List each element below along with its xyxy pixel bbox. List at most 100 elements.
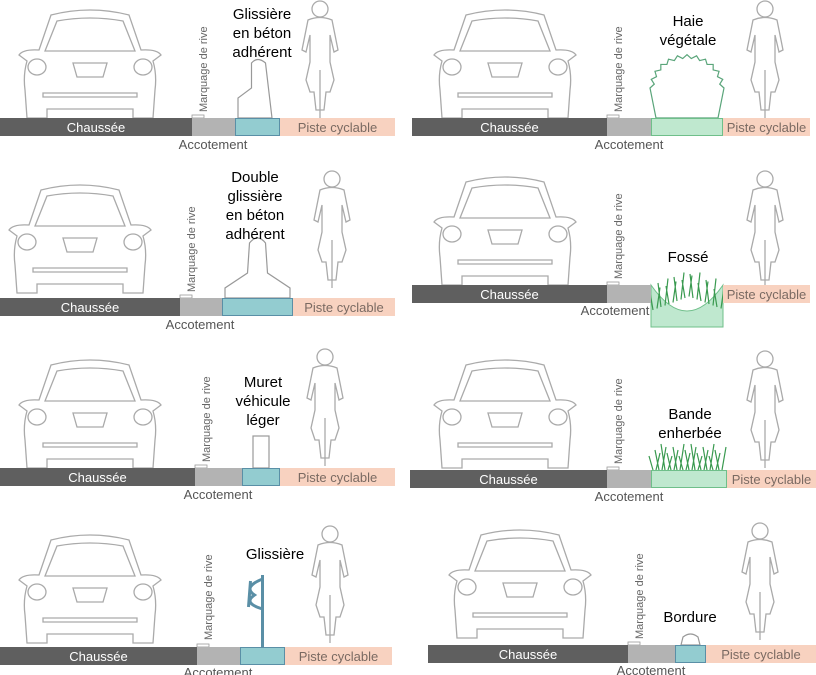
marquage-de-rive-label: Marquage de rive (201, 376, 213, 462)
panel-5 (18, 348, 344, 469)
title-line: en béton (232, 25, 292, 42)
cyclist-icon (746, 170, 784, 288)
title-line: végétale (659, 32, 717, 49)
title-line: véhicule (235, 393, 291, 410)
accotement-segment (195, 468, 242, 486)
separator-base (651, 118, 723, 136)
marquage-de-rive-label: Marquage de rive (186, 206, 198, 292)
separator-title: Haie végétale (660, 12, 717, 50)
piste-cyclable-segment: Piste cyclable (723, 285, 810, 303)
accotement-label: Accotement (178, 137, 248, 152)
double-separator-icon (224, 237, 291, 299)
chaussee-segment: Chaussée (410, 470, 607, 488)
title-line: Glissière (245, 546, 305, 563)
piste-cyclable-segment: Piste cyclable (723, 118, 810, 136)
muret-separator-icon (252, 435, 270, 469)
chaussee-segment: Chaussée (0, 118, 192, 136)
title-line: Double (231, 169, 279, 186)
separator-title: Muret véhicule léger (235, 373, 290, 430)
accotement-segment (180, 298, 222, 316)
separator-base (651, 470, 727, 488)
car-icon (448, 529, 592, 639)
accotement-label: Accotement (165, 317, 235, 332)
cyclist-icon (306, 348, 344, 466)
chaussee-segment: Chaussée (0, 468, 195, 486)
cyclist-icon (311, 525, 349, 643)
cyclist-icon (741, 522, 779, 640)
accotement-label: Accotement (183, 665, 253, 675)
chaussee-segment: Chaussée (0, 647, 197, 665)
separator-title: Glissière (246, 545, 304, 564)
piste-cyclable-segment: Piste cyclable (280, 118, 395, 136)
title-line: Bordure (663, 609, 717, 626)
hedge-separator-icon (649, 53, 725, 119)
panel-1 (18, 0, 339, 119)
title-line: adhérent (232, 44, 292, 61)
separator-base (675, 645, 706, 663)
car-icon (433, 359, 577, 469)
piste-cyclable-segment: Piste cyclable (727, 470, 816, 488)
accotement-segment (607, 118, 651, 136)
separator-title: Glissière en béton adhérent (232, 5, 291, 62)
cyclist-icon (313, 170, 351, 288)
marquage-de-rive-label: Marquage de rive (198, 26, 210, 112)
cyclist-icon (746, 0, 784, 118)
title-line: enherbée (658, 425, 722, 442)
chaussee-segment: Chaussée (0, 298, 180, 316)
accotement-label: Accotement (580, 303, 650, 318)
grass-separator-icon (648, 443, 727, 471)
grass-icon (649, 272, 725, 311)
separator-base (235, 118, 280, 136)
accotement-label: Accotement (594, 489, 664, 504)
title-line: Glissière (232, 6, 292, 23)
title-line: Fossé (667, 249, 709, 266)
marquage-de-rive-label: Marquage de rive (613, 378, 625, 464)
car-icon (433, 9, 577, 119)
accotement-segment (607, 470, 651, 488)
chaussee-segment: Chaussée (412, 285, 607, 303)
piste-cyclable-segment: Piste cyclable (280, 468, 395, 486)
panel-8 (448, 522, 779, 646)
panel-2 (433, 0, 784, 119)
accotement-segment (628, 645, 675, 663)
car-icon (18, 9, 162, 119)
panel-6 (433, 350, 784, 471)
car-icon (433, 176, 577, 286)
cyclist-icon (301, 0, 339, 118)
car-icon (18, 359, 162, 469)
title-line: en béton (225, 207, 285, 224)
marquage-de-rive-label: Marquage de rive (613, 193, 625, 279)
marquage-de-rive-label: Marquage de rive (613, 26, 625, 112)
accotement-segment (197, 647, 240, 665)
piste-cyclable-segment: Piste cyclable (706, 645, 816, 663)
accotement-segment (607, 285, 651, 303)
title-line: Muret (243, 374, 283, 391)
cyclist-icon (746, 350, 784, 468)
title-line: Haie (672, 13, 704, 30)
separator-base (222, 298, 293, 316)
glissiere-separator-icon (247, 575, 264, 647)
car-icon (8, 184, 152, 294)
piste-cyclable-segment: Piste cyclable (293, 298, 395, 316)
separator-base (240, 647, 285, 665)
panel-7 (18, 525, 349, 648)
separator-title: Fossé (668, 248, 709, 267)
car-icon (18, 534, 162, 644)
title-line: léger (246, 412, 280, 429)
marquage-de-rive-label: Marquage de rive (634, 553, 646, 639)
title-line: glissière (227, 188, 283, 205)
beton-separator-icon (237, 58, 273, 119)
separator-base (242, 468, 280, 486)
accotement-label: Accotement (183, 487, 253, 502)
accotement-segment (192, 118, 235, 136)
separator-title: Bordure (663, 608, 716, 627)
ditch-separator-icon (650, 283, 724, 328)
chaussee-segment: Chaussée (412, 118, 607, 136)
marquage-de-rive-label: Marquage de rive (203, 554, 215, 640)
bordure-separator-icon (680, 633, 701, 646)
piste-cyclable-segment: Piste cyclable (285, 647, 392, 665)
